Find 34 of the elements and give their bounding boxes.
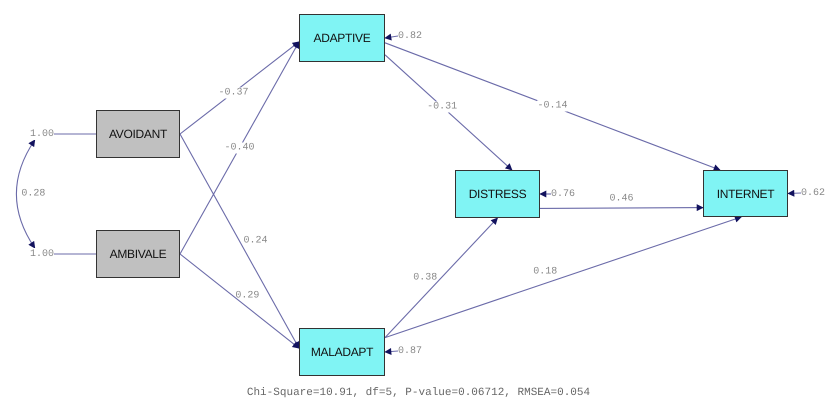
path-arrow [384,42,721,172]
variable-box: MALADAPT [299,328,385,376]
variable-box: DISTRESS [455,170,540,218]
variable-box: ADAPTIVE [299,14,385,62]
path-arrow [180,134,300,349]
edge-label: -0.14 [536,100,568,112]
variable-box: AVOIDANT [96,110,180,158]
edge-label: -0.40 [224,142,256,154]
path-arrow [787,190,802,197]
edge-label: -0.37 [218,87,250,98]
connector-line [54,253,96,255]
path-arrow [180,41,300,254]
edge-label: 0.46 [608,194,634,204]
fit-statistics-caption: Chi-Square=10.91, df=5, P-value=0.06712, RMSEA=0.054 [246,387,590,399]
path-arrow [384,216,742,338]
variance-value: 1.00 [30,128,54,140]
edge-label: 0.18 [532,266,558,278]
path-arrow [180,254,300,349]
edge-label: 0.28 [20,188,46,200]
covariance-arrow [16,139,36,249]
path-arrow [180,41,300,134]
variable-box: AMBIVALE [96,230,180,278]
path-arrow [384,348,398,355]
path-arrow [384,218,498,338]
path-arrow [540,204,704,212]
edge-label: -0.31 [426,101,458,112]
variable-box: INTERNET [703,170,788,217]
edge-label: 0.24 [242,236,268,247]
path-arrow [539,190,551,198]
connector-line [54,133,96,135]
path-arrow [384,34,398,40]
edge-label: 0.29 [234,290,260,302]
edge-label: 0.38 [412,272,438,284]
path-arrow [384,54,512,170]
